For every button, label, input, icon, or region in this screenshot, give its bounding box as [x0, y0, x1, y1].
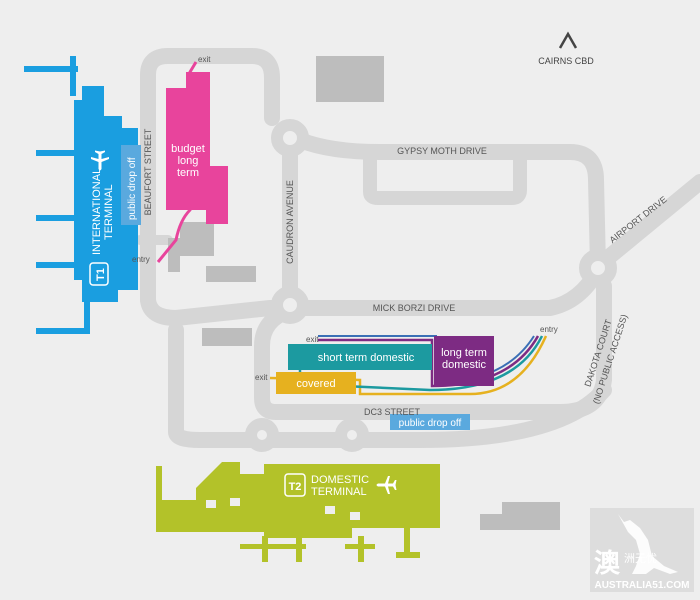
domestic-terminal — [156, 462, 440, 562]
cairns-cbd-label: CAIRNS CBD — [538, 56, 594, 66]
dom-drop-off-badge — [390, 414, 470, 430]
pier — [396, 552, 420, 558]
budget-exit-label: exit — [198, 55, 211, 64]
domestic-terminal-building — [156, 462, 440, 538]
airplane-icon — [91, 150, 109, 171]
lower-loop-road — [168, 322, 612, 448]
dom-drop-off-label: public drop off — [399, 418, 462, 429]
budget-entry-label: entry — [132, 255, 150, 264]
t2-badge — [284, 473, 306, 497]
building-block — [206, 266, 256, 282]
parking-route-yellow — [269, 335, 548, 396]
parking-exit-label-left: exit — [255, 373, 268, 382]
pier — [404, 526, 410, 558]
long-term-domestic-parking — [434, 336, 494, 386]
budget-label-line2: long — [178, 155, 199, 167]
beaufort-street-road — [140, 48, 280, 308]
airplane-icon — [376, 476, 397, 494]
covered-label: covered — [296, 378, 335, 390]
airport-drive-road — [590, 174, 700, 274]
road-network — [135, 48, 700, 448]
budget-route — [156, 61, 198, 263]
pier — [84, 300, 90, 334]
caudron-avenue-label: CAUDRON AVENUE — [285, 180, 295, 264]
building-block — [202, 328, 252, 346]
long-term-domestic-line1: long term — [441, 347, 487, 359]
t1-label: T1 — [95, 268, 107, 281]
building-block — [316, 56, 384, 102]
intl-terminal-line2: TERMINAL — [103, 184, 115, 240]
dom-terminal-line1: DOMESTIC — [311, 474, 369, 486]
terminal-window — [230, 498, 240, 506]
watermark: 澳 洲无忧 AUSTRALIA51.COM — [590, 508, 694, 592]
gypsy-moth-drive-label: GYPSY MOTH DRIVE — [397, 146, 487, 156]
intl-drop-off-badge — [121, 145, 141, 225]
mick-borzi-drive-label: MICK BORZI DRIVE — [373, 303, 456, 313]
upper-main-road — [292, 132, 606, 274]
t2-label: T2 — [289, 481, 302, 493]
short-term-domestic-label: short term domestic — [318, 352, 415, 364]
short-term-domestic-parking — [288, 344, 432, 370]
dom-terminal-line2: TERMINAL — [311, 486, 367, 498]
roundabout-south-left — [245, 418, 279, 452]
roundabout-central — [271, 286, 309, 324]
terminal-window — [325, 506, 335, 514]
gypsy-moth-drive-road — [363, 145, 527, 205]
roundabout-north — [271, 119, 309, 157]
kangaroo-icon — [618, 514, 678, 574]
international-terminal — [24, 56, 138, 334]
intl-terminal-line1: INTERNATIONAL — [91, 168, 103, 255]
terminal-window — [206, 500, 216, 508]
building-block — [480, 502, 560, 530]
watermark-character: 澳 — [594, 549, 621, 579]
budget-label-line1: budget — [171, 143, 205, 155]
intl-drop-off-label: public drop off — [127, 157, 138, 220]
watermark-small-text: 洲无忧 — [624, 551, 657, 565]
pier — [240, 544, 306, 549]
north-arrow-icon — [558, 31, 578, 49]
pier — [70, 56, 76, 96]
beaufort-street-label: BEAUFORT STREET — [143, 128, 153, 215]
domestic-terminal-details — [206, 498, 360, 520]
t1-badge — [89, 262, 109, 286]
long-term-domestic-line2: domestic — [442, 359, 487, 371]
pier — [36, 328, 86, 334]
grey-buildings — [168, 56, 560, 530]
budget-long-term-parking — [166, 72, 228, 224]
mick-borzi-drive-road — [140, 262, 606, 326]
pier — [36, 215, 76, 221]
covered-parking — [276, 372, 356, 394]
pier — [36, 150, 76, 156]
parking-entry-label: entry — [540, 325, 558, 334]
pier — [24, 66, 78, 72]
roundabouts — [245, 119, 617, 452]
dc3-street-label: DC3 STREET — [364, 407, 421, 417]
pier — [345, 544, 375, 549]
roundabout-east — [579, 249, 617, 287]
budget-label-line3: term — [177, 167, 199, 179]
roundabout-south-mid — [335, 418, 369, 452]
watermark-site: AUSTRALIA51.COM — [594, 580, 689, 591]
parking-exit-label-top: exit — [306, 335, 319, 344]
pier — [36, 262, 76, 268]
international-terminal-building — [74, 86, 138, 302]
terminal-window — [350, 512, 360, 520]
building-block — [180, 222, 214, 256]
